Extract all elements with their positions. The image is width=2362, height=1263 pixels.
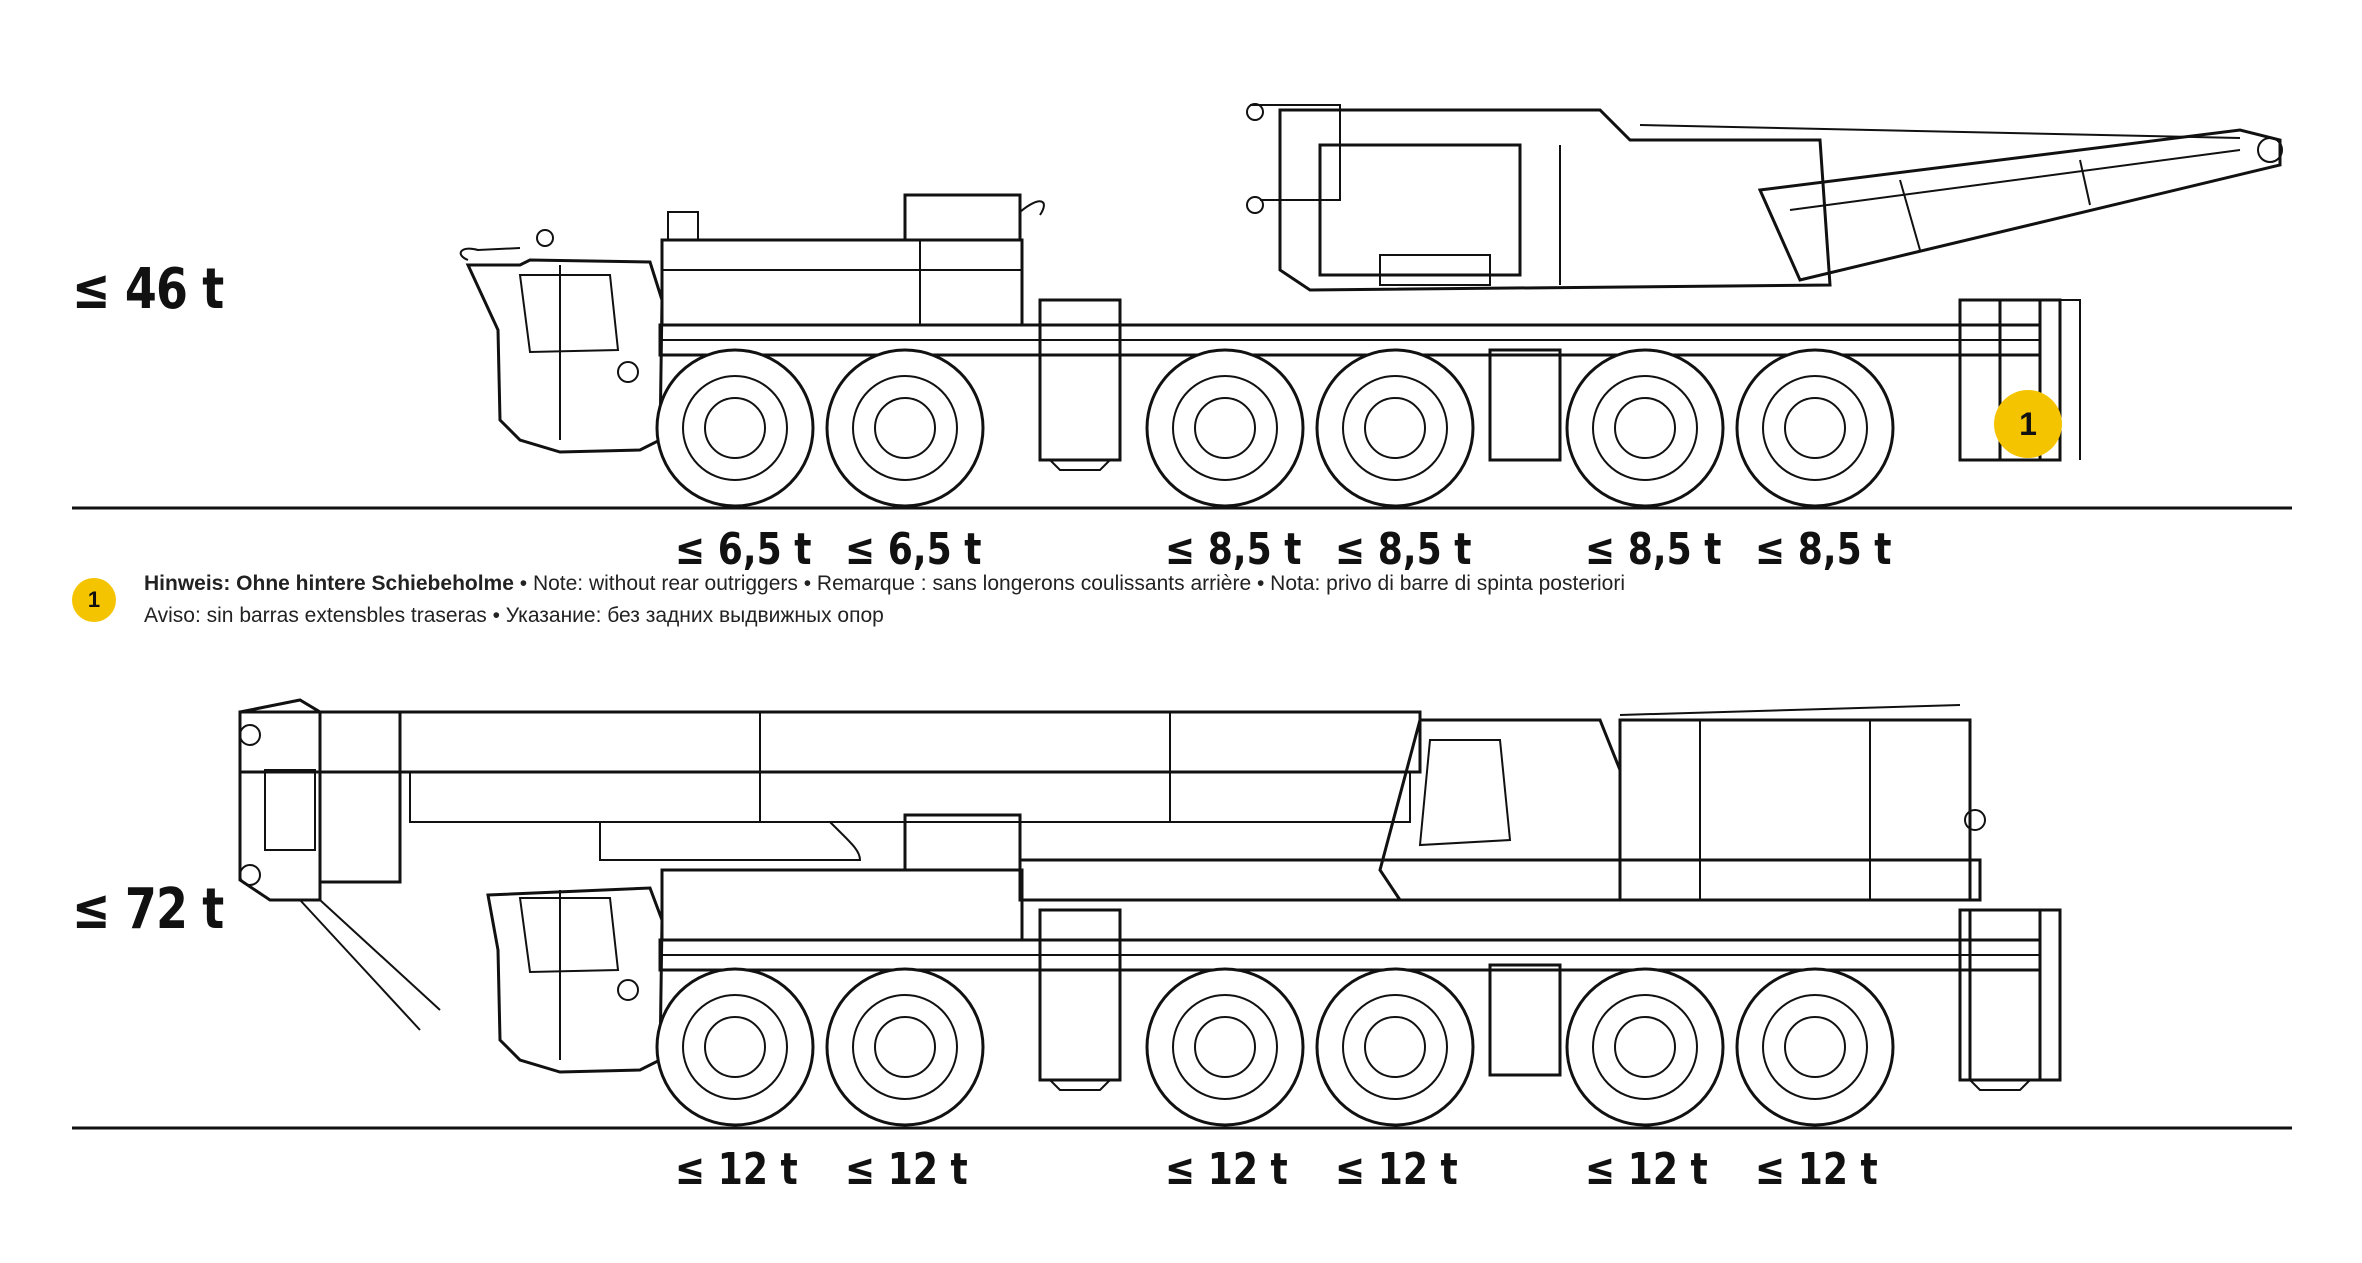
crane-cab-top [1318, 143, 1522, 277]
bottom-axle-load-3: ≤ 12 t [1165, 1144, 1288, 1195]
total-weight-top: ≤ 46 t [72, 257, 224, 322]
top-axle-load-5: ≤ 8,5 t [1585, 524, 1722, 575]
top-wheel-3 [1145, 348, 1305, 508]
bottom-wheel-6 [1735, 967, 1895, 1127]
superstructure-bottom [1618, 718, 1972, 902]
rear-outrigger-marker: 1 [1994, 390, 2062, 458]
top-wheel-6 [1735, 348, 1895, 508]
note-badge: 1 [72, 578, 116, 622]
top-axle-load-3: ≤ 8,5 t [1165, 524, 1302, 575]
top-wheel-4 [1315, 348, 1475, 508]
bottom-axle-load-2: ≤ 12 t [845, 1144, 968, 1195]
top-axle-load-2: ≤ 6,5 t [845, 524, 982, 575]
bottom-axle-load-6: ≤ 12 t [1755, 1144, 1878, 1195]
note-line-1: Hinweis: Ohne hintere Schiebeholme • Not… [144, 572, 1625, 595]
top-wheel-1 [655, 348, 815, 508]
top-axle-load-1: ≤ 6,5 t [675, 524, 812, 575]
top-axle-load-6: ≤ 8,5 t [1755, 524, 1892, 575]
bottom-wheel-2 [825, 967, 985, 1127]
note-line-2: Aviso: sin barras extensbles traseras • … [144, 604, 884, 627]
bottom-wheel-5 [1565, 967, 1725, 1127]
note-text: Hinweis: Ohne hintere Schiebeholme • Not… [144, 568, 1625, 632]
rear-end-top [1998, 298, 2062, 462]
bottom-wheel-4 [1315, 967, 1475, 1127]
outrigger-box-front-top [1038, 298, 1122, 462]
cab-top [465, 258, 664, 454]
boom-top [1757, 128, 2282, 282]
bottom-axle-load-1: ≤ 12 t [675, 1144, 798, 1195]
bottom-axle-load-5: ≤ 12 t [1585, 1144, 1708, 1195]
cab-window-top [518, 274, 620, 354]
top-wheel-2 [825, 348, 985, 508]
superstructure-top [1278, 108, 1832, 292]
top-axle-load-4: ≤ 8,5 t [1335, 524, 1472, 575]
top-wheel-5 [1565, 348, 1725, 508]
total-weight-bottom: ≤ 72 t [72, 877, 224, 942]
bottom-axle-load-4: ≤ 12 t [1335, 1144, 1458, 1195]
cab-bottom [486, 886, 664, 1074]
bottom-wheel-3 [1145, 967, 1305, 1127]
bottom-wheel-1 [655, 967, 815, 1127]
